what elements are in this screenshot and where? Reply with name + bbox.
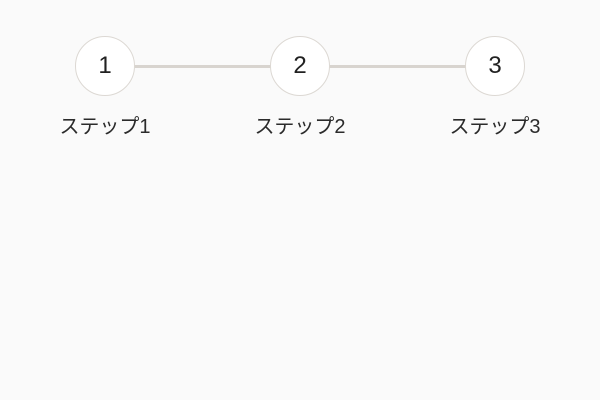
- step-node-2[interactable]: 2: [270, 36, 330, 96]
- step-label-1: ステップ1: [59, 116, 151, 138]
- step-number-3: 3: [488, 52, 502, 79]
- step-connector-1-2: [134, 65, 271, 68]
- stepper-labels: ステップ1 ステップ2 ステップ3: [0, 112, 600, 146]
- step-label-3: ステップ3: [449, 116, 541, 138]
- step-node-1[interactable]: 1: [75, 36, 135, 96]
- stepper-track: 1 2 3: [75, 36, 525, 96]
- step-number-2: 2: [293, 52, 307, 79]
- step-circle-1[interactable]: 1: [75, 36, 135, 96]
- step-label-2: ステップ2: [254, 116, 346, 138]
- step-connector-2-3: [329, 65, 466, 68]
- step-number-1: 1: [98, 52, 112, 79]
- step-circle-3[interactable]: 3: [465, 36, 525, 96]
- step-circle-2[interactable]: 2: [270, 36, 330, 96]
- step-node-3[interactable]: 3: [465, 36, 525, 96]
